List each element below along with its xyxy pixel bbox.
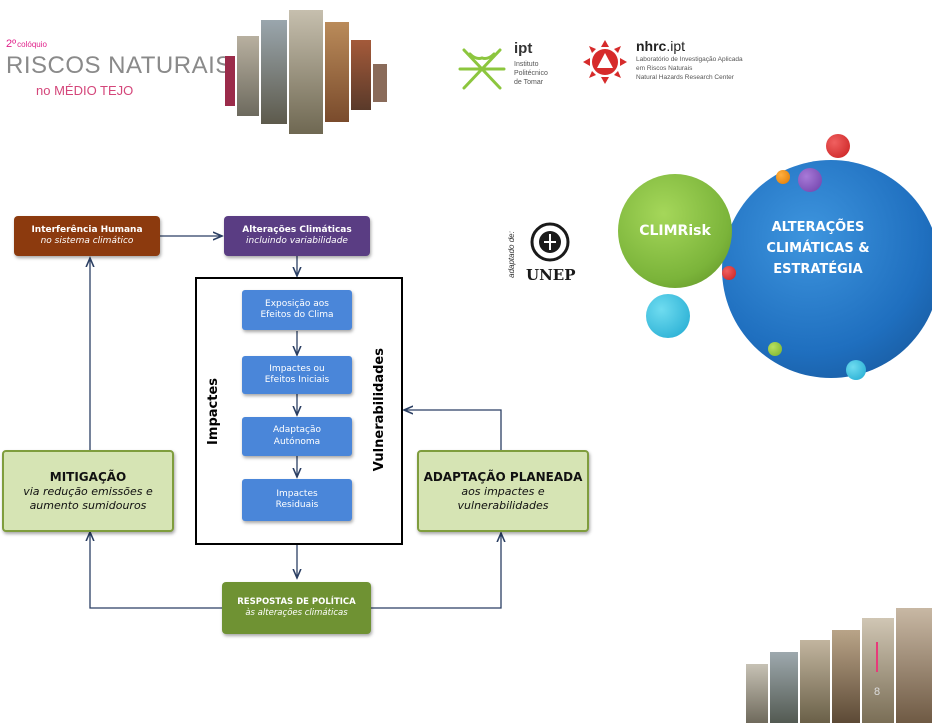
header-logo: 2ºcolóquio RISCOS NATURAIS no MÉDIO TEJO — [6, 38, 236, 108]
exposure-line2: Efeitos do Clima — [260, 310, 334, 320]
residual-impacts-line1: Impactes — [276, 488, 318, 499]
unep-name: UNEP — [526, 266, 576, 284]
colloquium-label: colóquio — [17, 40, 47, 49]
ipt-line3: de Tomar — [514, 79, 544, 87]
planned-adaptation-line2: vulnerabilidades — [457, 498, 549, 512]
initial-impacts-line1: Impactes ou — [269, 363, 325, 374]
bubble-line1: ALTERAÇÕES — [771, 220, 865, 235]
logo-subtitle: no MÉDIO TEJO — [36, 83, 134, 98]
planned-adaptation-box: ADAPTAÇÃO PLANEADA aos impactes e vulner… — [417, 450, 589, 532]
exposure-line1: Exposição aos — [265, 298, 329, 309]
nhrc-line1: Laboratório de Investigação Aplicada — [636, 56, 743, 63]
residual-impacts-line2: Residuais — [275, 500, 319, 510]
human-interference-box: Interferência Humana no sistema climátic… — [14, 216, 160, 256]
large-blue-bubble — [722, 160, 932, 378]
planned-adaptation-title: ADAPTAÇÃO PLANEADA — [423, 469, 583, 484]
cyan-bubble-large — [646, 294, 690, 338]
unep-adapted-label: adaptado de: — [506, 231, 516, 278]
photo-collage-top — [225, 6, 395, 138]
ipt-line2: Politécnico — [514, 70, 548, 78]
purple-bubble — [798, 168, 822, 192]
edition-number: 2º — [6, 38, 17, 50]
planned-adaptation-line1: aos impactes e — [461, 484, 545, 498]
mitigation-line2: aumento sumidouros — [29, 498, 147, 512]
impacts-frame — [195, 277, 403, 545]
human-interference-title: Interferência Humana — [31, 224, 143, 235]
vulnerabilities-label: Vulnerabilidades — [372, 348, 387, 472]
autonomous-adaptation-box: Adaptação Autónoma — [242, 417, 352, 456]
climate-change-title: Alterações Climáticas — [242, 224, 352, 235]
mitigation-line1: via redução emissões e — [23, 484, 153, 498]
red-bubble-left — [722, 266, 736, 280]
green-bubble-small — [768, 342, 782, 356]
mitigation-title: MITIGAÇÃO — [49, 469, 127, 484]
bubble-line2: CLIMÁTICAS & — [766, 240, 870, 256]
ipt-logo: ipt Instituto Politécnico de Tomar — [456, 40, 576, 98]
nhrc-hazard-icon — [583, 40, 627, 84]
orange-bubble — [776, 170, 790, 184]
nhrc-logo: nhrc.ipt Laboratório de Investigação Apl… — [580, 38, 800, 94]
bubble-line3: ESTRATÉGIA — [773, 261, 863, 277]
unep-logo: adaptado de: UNEP — [506, 222, 576, 292]
residual-impacts-box: Impactes Residuais — [242, 479, 352, 521]
policy-responses-sub: às alterações climáticas — [245, 608, 348, 618]
climrisk-label: CLIMRisk — [639, 223, 711, 239]
initial-impacts-line2: Efeitos Iniciais — [264, 375, 330, 385]
human-interference-sub: no sistema climático — [40, 236, 134, 246]
mitigation-box: MITIGAÇÃO via redução emissões e aumento… — [2, 450, 174, 532]
ipt-star-icon — [458, 48, 506, 90]
nhrc-name-rest: .ipt — [666, 38, 686, 54]
autonomous-adaptation-line2: Autónoma — [273, 436, 321, 447]
unep-emblem-icon — [530, 222, 570, 262]
climate-change-sub: incluindo variabilidade — [246, 236, 348, 246]
ipt-name: ipt — [514, 40, 533, 57]
nhrc-name-bold: nhrc — [636, 38, 667, 54]
nhrc-line3: Natural Hazards Research Center — [636, 73, 734, 81]
page-number: 8 — [874, 686, 881, 698]
red-bubble-top — [826, 134, 850, 158]
exposure-box: Exposição aos Efeitos do Clima — [242, 290, 352, 330]
logo-title: RISCOS NATURAIS — [6, 52, 232, 79]
climate-change-box: Alterações Climáticas incluindo variabil… — [224, 216, 370, 256]
ipt-line1: Instituto — [514, 61, 539, 68]
cyan-bubble-small — [846, 360, 866, 380]
policy-responses-title: RESPOSTAS DE POLÍTICA — [237, 597, 356, 608]
nhrc-line2: em Riscos Naturais — [636, 64, 693, 72]
climrisk-bubble: CLIMRisk — [618, 174, 732, 288]
initial-impacts-box: Impactes ou Efeitos Iniciais — [242, 356, 352, 394]
autonomous-adaptation-line1: Adaptação — [273, 425, 321, 436]
photo-collage-bottom — [746, 608, 932, 723]
policy-responses-box: RESPOSTAS DE POLÍTICA às alterações clim… — [222, 582, 371, 634]
impacts-label: Impactes — [206, 378, 221, 445]
bubble-heading: ALTERAÇÕES CLIMÁTICAS & ESTRATÉGIA — [748, 218, 888, 280]
